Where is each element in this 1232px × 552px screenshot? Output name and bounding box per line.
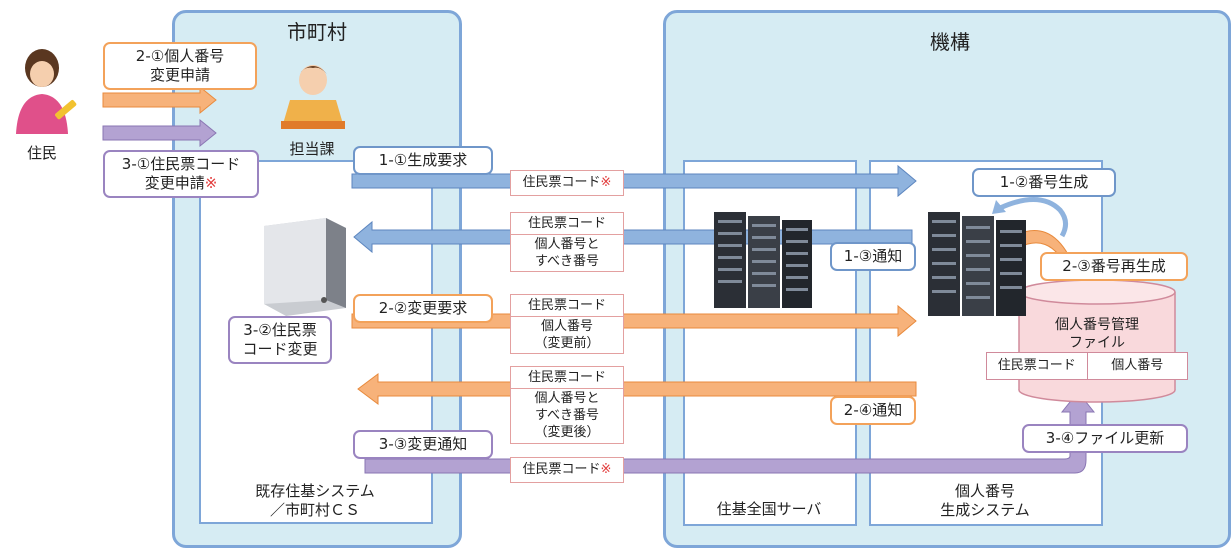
- data-box-2-code: 住民票コード: [527, 216, 606, 231]
- existing-system-label: 既存住基システム ／市町村ＣＳ: [255, 482, 375, 519]
- callout-2-1: 2-①個人番号 変更申請: [103, 42, 257, 90]
- data-box-4-number: 個人番号と すべき番号 （変更後）: [511, 388, 623, 441]
- cs-server-icon: [264, 218, 346, 316]
- data-box-5-code: 住民票コード: [522, 462, 601, 477]
- data-box-2: 住民票コード 個人番号と すべき番号: [510, 212, 624, 272]
- national-server-rack-icon: [714, 212, 812, 308]
- generate-arrow-head: [992, 200, 1006, 214]
- arrow-3-1: [102, 118, 217, 148]
- arrow-2-4: [357, 373, 917, 405]
- callout-2-2: 2-②変更要求: [353, 294, 493, 323]
- resident-label: 住民: [26, 144, 57, 162]
- file-col-number: 個人番号: [1086, 353, 1188, 379]
- callout-2-3: 2-③番号再生成: [1040, 252, 1188, 281]
- national-server-label: 住基全国サーバ: [716, 500, 822, 518]
- data-box-4: 住民票コード 個人番号と すべき番号 （変更後）: [510, 366, 624, 444]
- generate-arrow: [998, 197, 1068, 238]
- callout-3-4: 3-④ファイル更新: [1022, 424, 1188, 453]
- footnote-mark: ※: [600, 462, 612, 477]
- resident-icon: [16, 49, 77, 134]
- file-col-code: 住民票コード: [997, 358, 1076, 373]
- callout-3-3: 3-③変更通知: [353, 430, 493, 459]
- callout-3-1: 3-①住民票コード 変更申請※: [103, 150, 259, 198]
- callout-1-2: 1-②番号生成: [972, 168, 1116, 197]
- data-box-1: 住民票コード※: [510, 170, 624, 196]
- data-box-5: 住民票コード※: [510, 457, 624, 483]
- file-label: 個人番号管理 ファイル: [1055, 317, 1139, 351]
- callout-1-3: 1-③通知: [830, 242, 916, 271]
- department-icon: [281, 65, 345, 129]
- municipality-title: 市町村: [287, 20, 347, 44]
- footnote-mark: ※: [204, 174, 218, 192]
- data-box-4-code: 住民票コード: [527, 370, 606, 385]
- number-generation-label: 個人番号 生成システム: [940, 482, 1030, 519]
- file-cylinder-top: [1018, 279, 1176, 305]
- footnote-mark: ※: [600, 175, 612, 190]
- kikou-title: 機構: [930, 30, 970, 54]
- arrow-2-2: [351, 304, 917, 338]
- arrow-1-3: [353, 220, 913, 254]
- arrow-2-1: [102, 85, 217, 115]
- data-box-3-code: 住民票コード: [527, 298, 606, 313]
- file-table: 住民票コード 個人番号: [986, 352, 1188, 380]
- callout-3-2: 3-②住民票 コード変更: [228, 316, 332, 364]
- data-box-3: 住民票コード 個人番号 （変更前）: [510, 294, 624, 354]
- department-label: 担当課: [289, 140, 335, 158]
- callout-3-1-text: 3-①住民票コード 変更申請: [121, 155, 241, 192]
- callout-2-4: 2-④通知: [830, 396, 916, 425]
- data-box-3-number: 個人番号 （変更前）: [511, 316, 623, 352]
- generation-server-rack-icon: [928, 212, 1026, 316]
- callout-1-1: 1-①生成要求: [353, 146, 493, 175]
- data-box-1-code: 住民票コード: [522, 175, 601, 190]
- arrow-1-1: [351, 164, 917, 198]
- data-box-2-number: 個人番号と すべき番号: [511, 234, 623, 270]
